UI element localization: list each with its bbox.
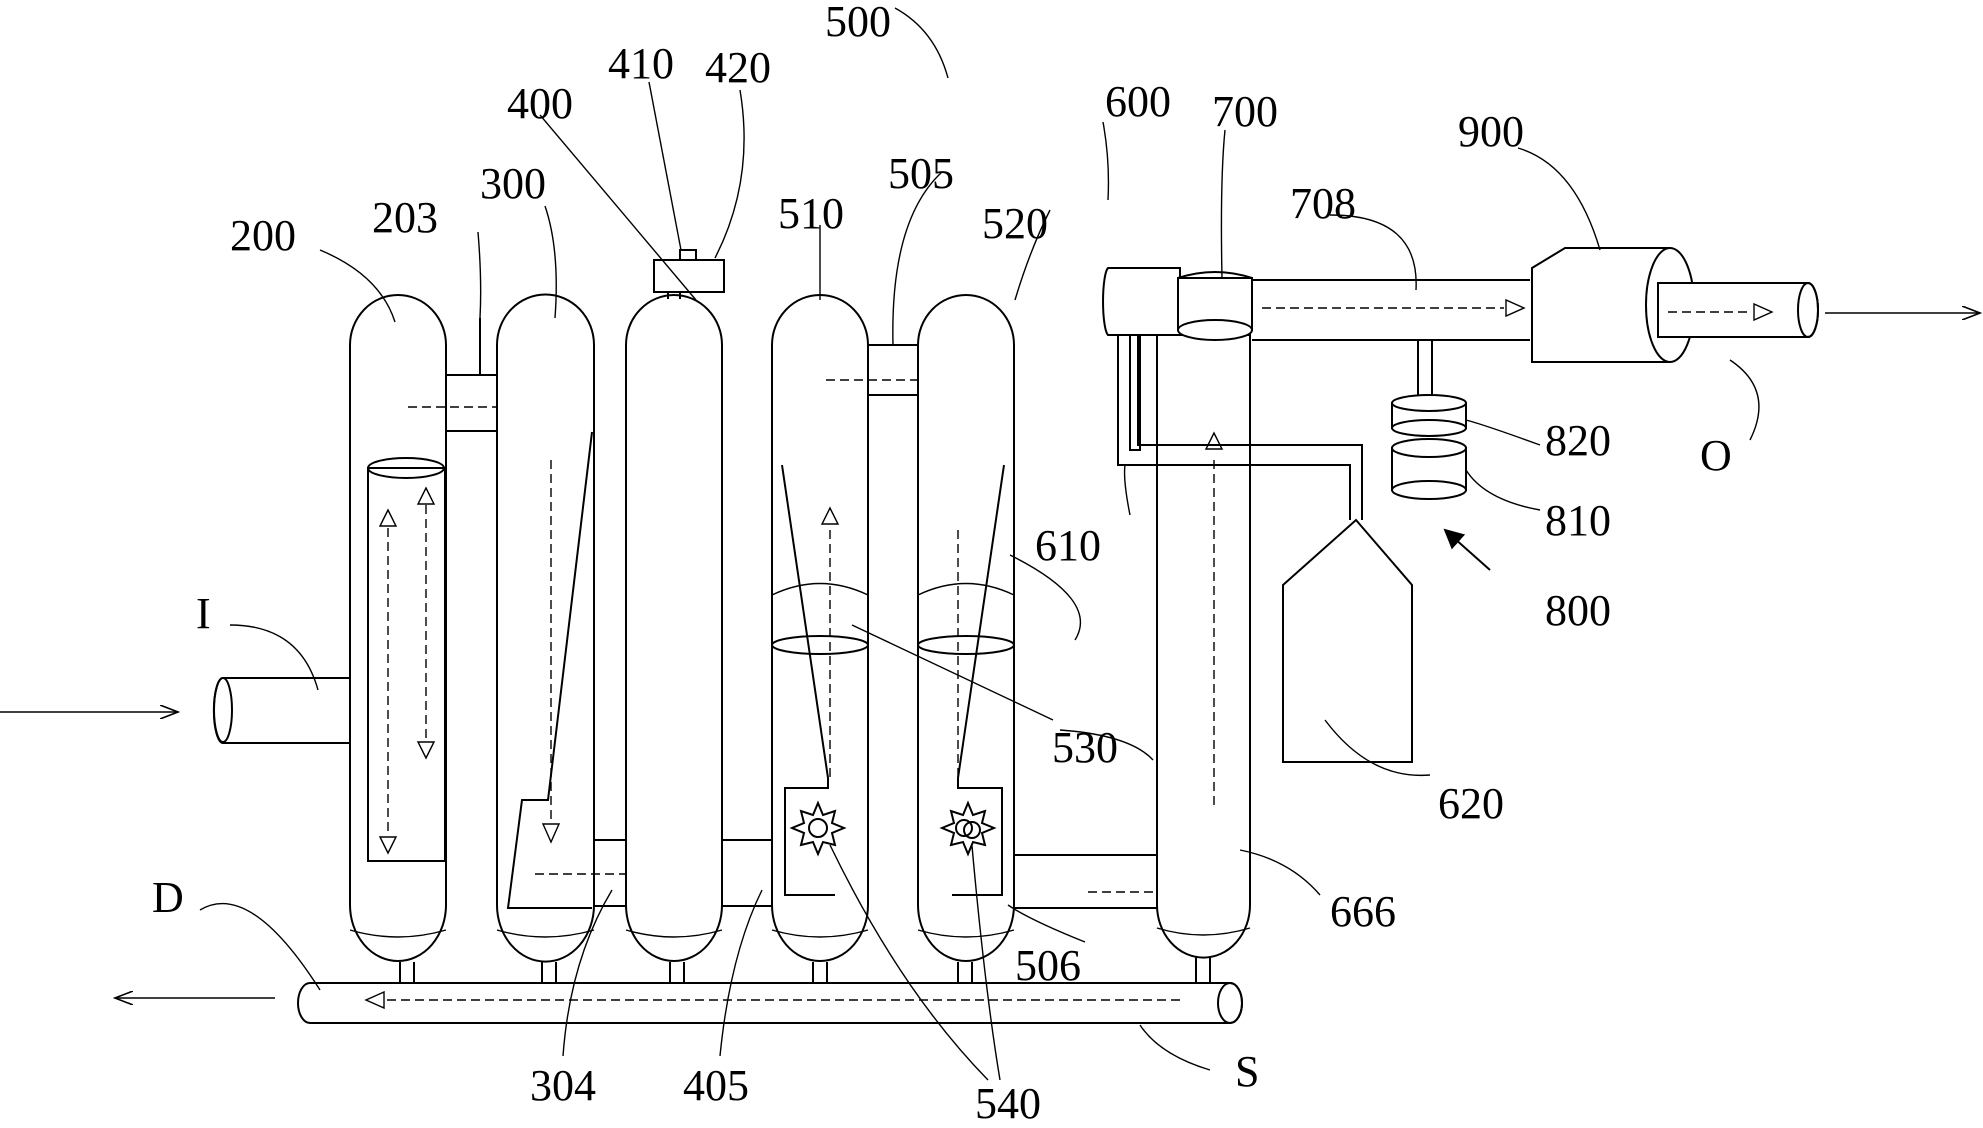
unit-700 xyxy=(1177,271,1253,341)
drain-header-pipe xyxy=(297,948,1243,1024)
label-I: I xyxy=(196,589,211,638)
label-500: 500 xyxy=(825,0,891,46)
label-700: 700 xyxy=(1212,87,1278,136)
label-900: 900 xyxy=(1458,107,1524,156)
pipe-708 xyxy=(1252,279,1530,341)
unit-800 xyxy=(1391,340,1467,500)
connector-304 xyxy=(535,839,704,907)
label-203: 203 xyxy=(372,193,438,242)
label-666: 666 xyxy=(1330,887,1396,936)
component-410 xyxy=(679,249,697,261)
leader-lines xyxy=(199,7,1760,1081)
label-400: 400 xyxy=(507,79,573,128)
label-405: 405 xyxy=(683,1061,749,1110)
label-S: S xyxy=(1235,1047,1259,1096)
label-O: O xyxy=(1700,431,1732,480)
label-505: 505 xyxy=(888,149,954,198)
pointer-800 xyxy=(1443,528,1491,571)
vessel-510 xyxy=(771,294,869,962)
label-820: 820 xyxy=(1545,416,1611,465)
vessel-200 xyxy=(349,294,447,962)
label-708: 708 xyxy=(1290,179,1356,228)
vessel-666 xyxy=(1156,334,1251,959)
label-610: 610 xyxy=(1035,521,1101,570)
inlet-pipe-I xyxy=(212,677,353,744)
label-600: 600 xyxy=(1105,77,1171,126)
label-200: 200 xyxy=(230,211,296,260)
outlet-pipe-O xyxy=(1657,282,1819,338)
vessel-520 xyxy=(917,294,1015,962)
label-810: 810 xyxy=(1545,496,1611,545)
vessel-300 xyxy=(496,293,595,963)
tank-620 xyxy=(1282,518,1413,763)
label-420: 420 xyxy=(705,43,771,92)
label-520: 520 xyxy=(982,199,1048,248)
label-300: 300 xyxy=(480,159,546,208)
label-540: 540 xyxy=(975,1079,1041,1128)
component-420 xyxy=(653,259,725,293)
label-530: 530 xyxy=(1052,723,1118,772)
label-D: D xyxy=(152,873,184,922)
label-506: 506 xyxy=(1015,941,1081,990)
reference-labels: 200 203 300 400 410 420 500 505 510 520 … xyxy=(152,0,1732,1128)
label-410: 410 xyxy=(608,39,674,88)
label-304: 304 xyxy=(530,1061,596,1110)
label-800: 800 xyxy=(1545,586,1611,635)
label-510: 510 xyxy=(778,189,844,238)
connector-405 xyxy=(721,839,773,907)
vessel-400 xyxy=(625,249,725,962)
unit-600 xyxy=(1102,267,1363,520)
label-620: 620 xyxy=(1438,779,1504,828)
